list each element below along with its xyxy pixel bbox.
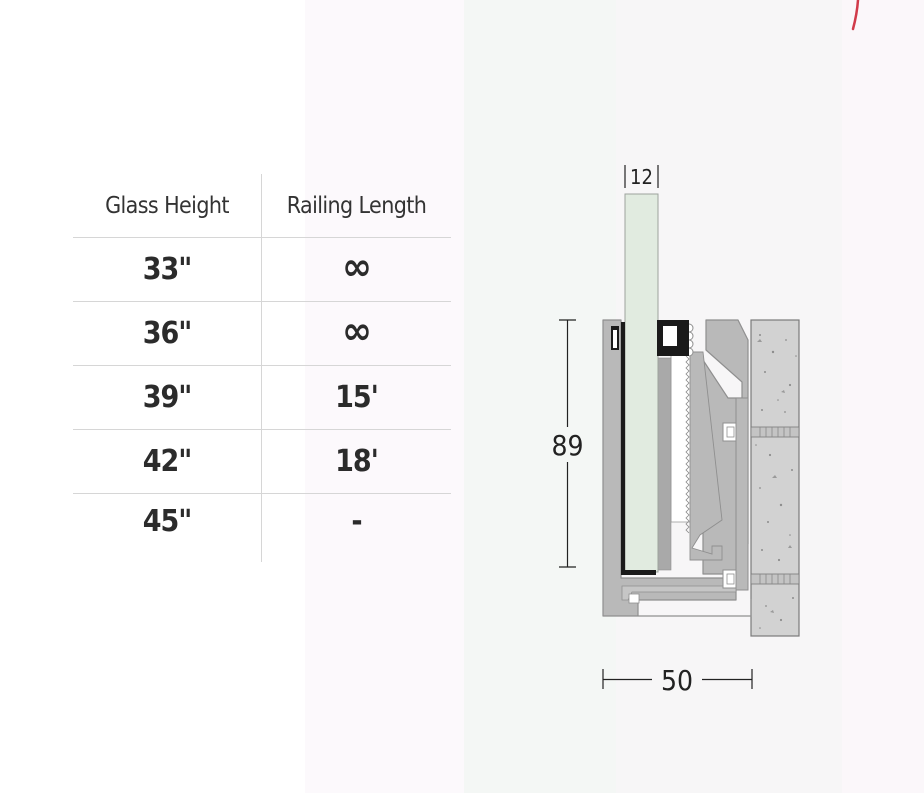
profile-height-label: 89	[551, 429, 583, 462]
glazing-gasket	[611, 320, 694, 575]
glass-height-cell: 42"	[73, 429, 262, 494]
glass-panel	[624, 193, 659, 573]
infinity-value: ∞	[342, 244, 372, 289]
red-accent-mark	[851, 0, 860, 31]
railing-length-cell: 18'	[261, 429, 451, 494]
background-band	[464, 0, 616, 793]
glass-height-cell: 45"	[73, 493, 262, 562]
glass-thickness-label: 12	[630, 165, 653, 189]
table-row: 42" 18'	[73, 429, 451, 494]
concrete-wall	[750, 319, 800, 637]
profile-height-dimension: 89	[551, 319, 584, 568]
background-band	[842, 0, 924, 793]
anchor-screw	[722, 422, 737, 589]
railing-length-cell: -	[351, 504, 362, 539]
profile-cavity	[657, 351, 723, 571]
railing-length-cell: ∞	[261, 237, 451, 302]
railing-length-cell: 15'	[261, 365, 451, 430]
glass-height-cell: 39"	[73, 365, 262, 430]
table-row: 36" ∞	[73, 301, 451, 366]
glass-height-cell: 33"	[73, 237, 262, 302]
glass-height-railing-length-table: Glass Height Railing Length 33" ∞ 36" ∞ …	[73, 174, 451, 562]
table-row: 33" ∞	[73, 237, 451, 302]
railing-length-cell: ∞	[261, 301, 451, 366]
table-row: 45" -	[73, 493, 451, 562]
infinity-value: ∞	[342, 308, 372, 353]
profile-width-dimension: 50	[602, 664, 753, 697]
table-header-row: Glass Height Railing Length	[73, 174, 451, 238]
profile-width-label: 50	[661, 664, 693, 697]
header-glass-height: Glass Height	[73, 174, 262, 238]
header-railing-length: Railing Length	[261, 174, 451, 238]
glass-height-cell: 36"	[73, 301, 262, 366]
aluminum-base-profile	[602, 319, 752, 617]
table-row: 39" 15'	[73, 365, 451, 430]
glass-thickness-dimension: 12	[624, 165, 659, 189]
